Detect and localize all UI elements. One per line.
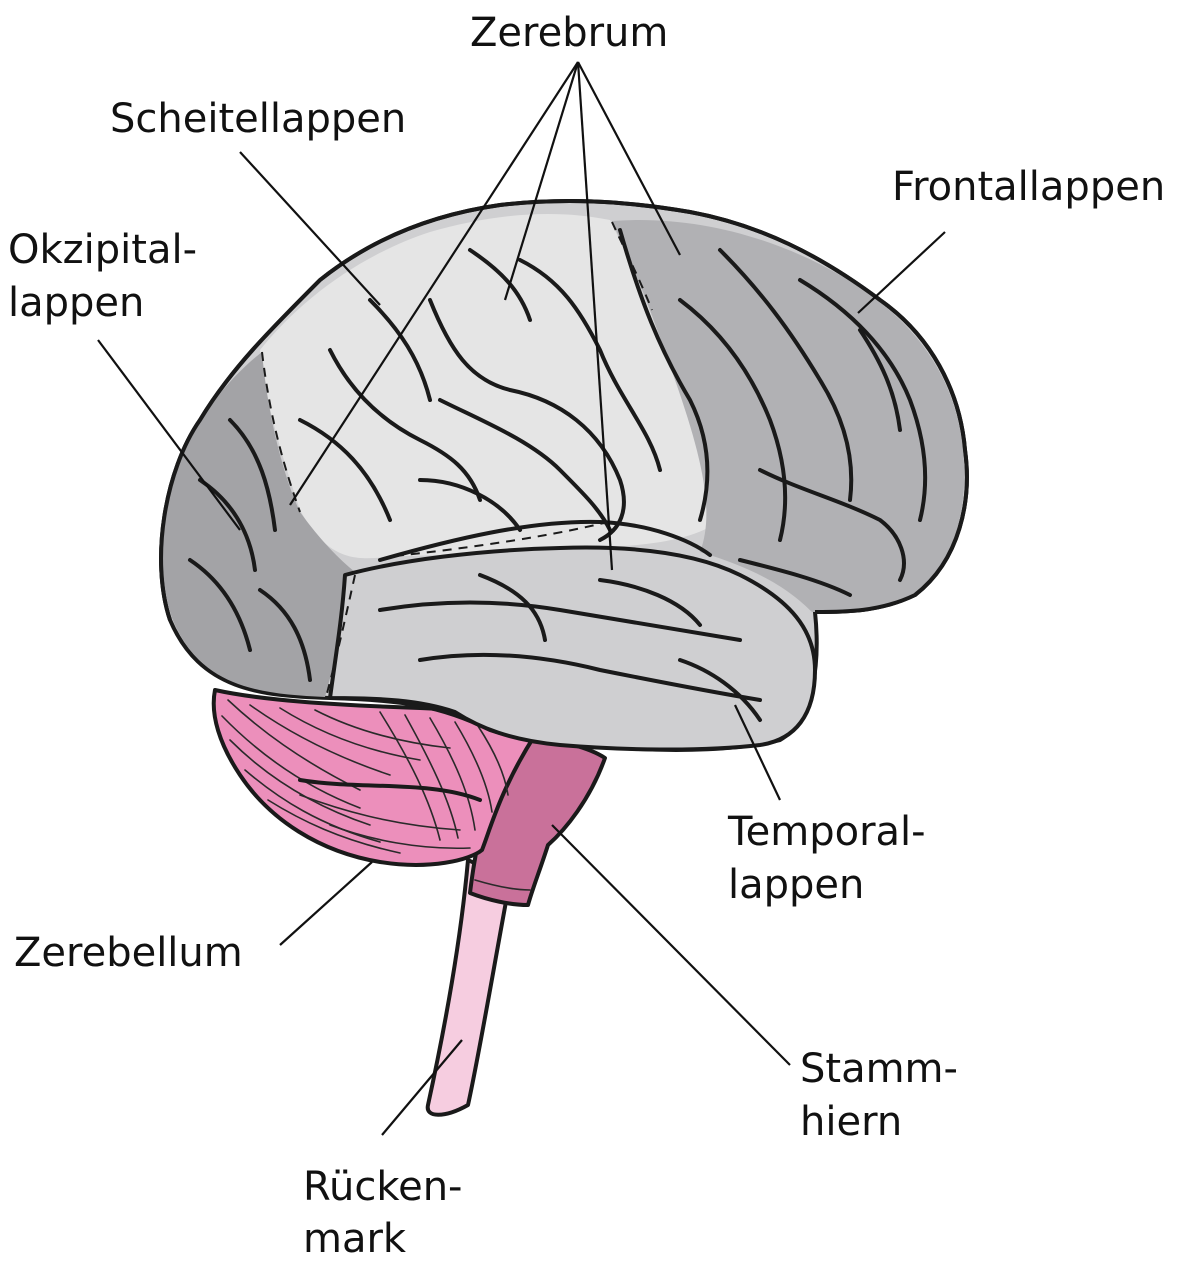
label-cerebrum: Zerebrum xyxy=(470,10,668,56)
label-occipital-lobe-line1: Okzipital- xyxy=(8,227,197,273)
leader-occipital xyxy=(97,339,241,531)
spinal-cord xyxy=(425,858,512,1117)
leader-temporal xyxy=(734,704,781,801)
occipital-lobe xyxy=(162,352,355,697)
label-occipital-lobe-line2: lappen xyxy=(8,280,144,326)
label-cerebellum: Zerebellum xyxy=(14,930,243,976)
leader-lines xyxy=(97,61,946,1136)
label-temporal-lobe-line2: lappen xyxy=(728,862,864,908)
cortex-folds xyxy=(188,228,928,722)
label-brainstem-line1: Stamm- xyxy=(800,1046,958,1092)
leader-spinal-cord xyxy=(381,1039,463,1136)
labels: Zerebrum Scheitellappen Frontallappen Ok… xyxy=(8,10,1165,1262)
label-parietal-lobe: Scheitellappen xyxy=(110,96,406,142)
leader-brainstem xyxy=(551,824,791,1066)
leader-cerebrum-2 xyxy=(503,61,580,301)
leader-parietal xyxy=(239,151,381,306)
label-spinal-cord-line2: mark xyxy=(303,1216,407,1262)
leader-cerebrum-4 xyxy=(577,61,681,256)
label-temporal-lobe-line1: Temporal- xyxy=(727,809,926,855)
leader-frontal xyxy=(857,231,946,314)
leader-cerebrum-1 xyxy=(289,61,579,506)
leader-cerebellum xyxy=(279,861,373,946)
label-brainstem-line2: hiern xyxy=(800,1099,902,1145)
temporal-lobe xyxy=(328,545,817,752)
label-frontal-lobe: Frontallappen xyxy=(892,164,1165,210)
label-spinal-cord-line1: Rücken- xyxy=(303,1164,462,1210)
leader-cerebrum-3 xyxy=(576,61,614,571)
cerebellum-folia xyxy=(221,699,509,854)
